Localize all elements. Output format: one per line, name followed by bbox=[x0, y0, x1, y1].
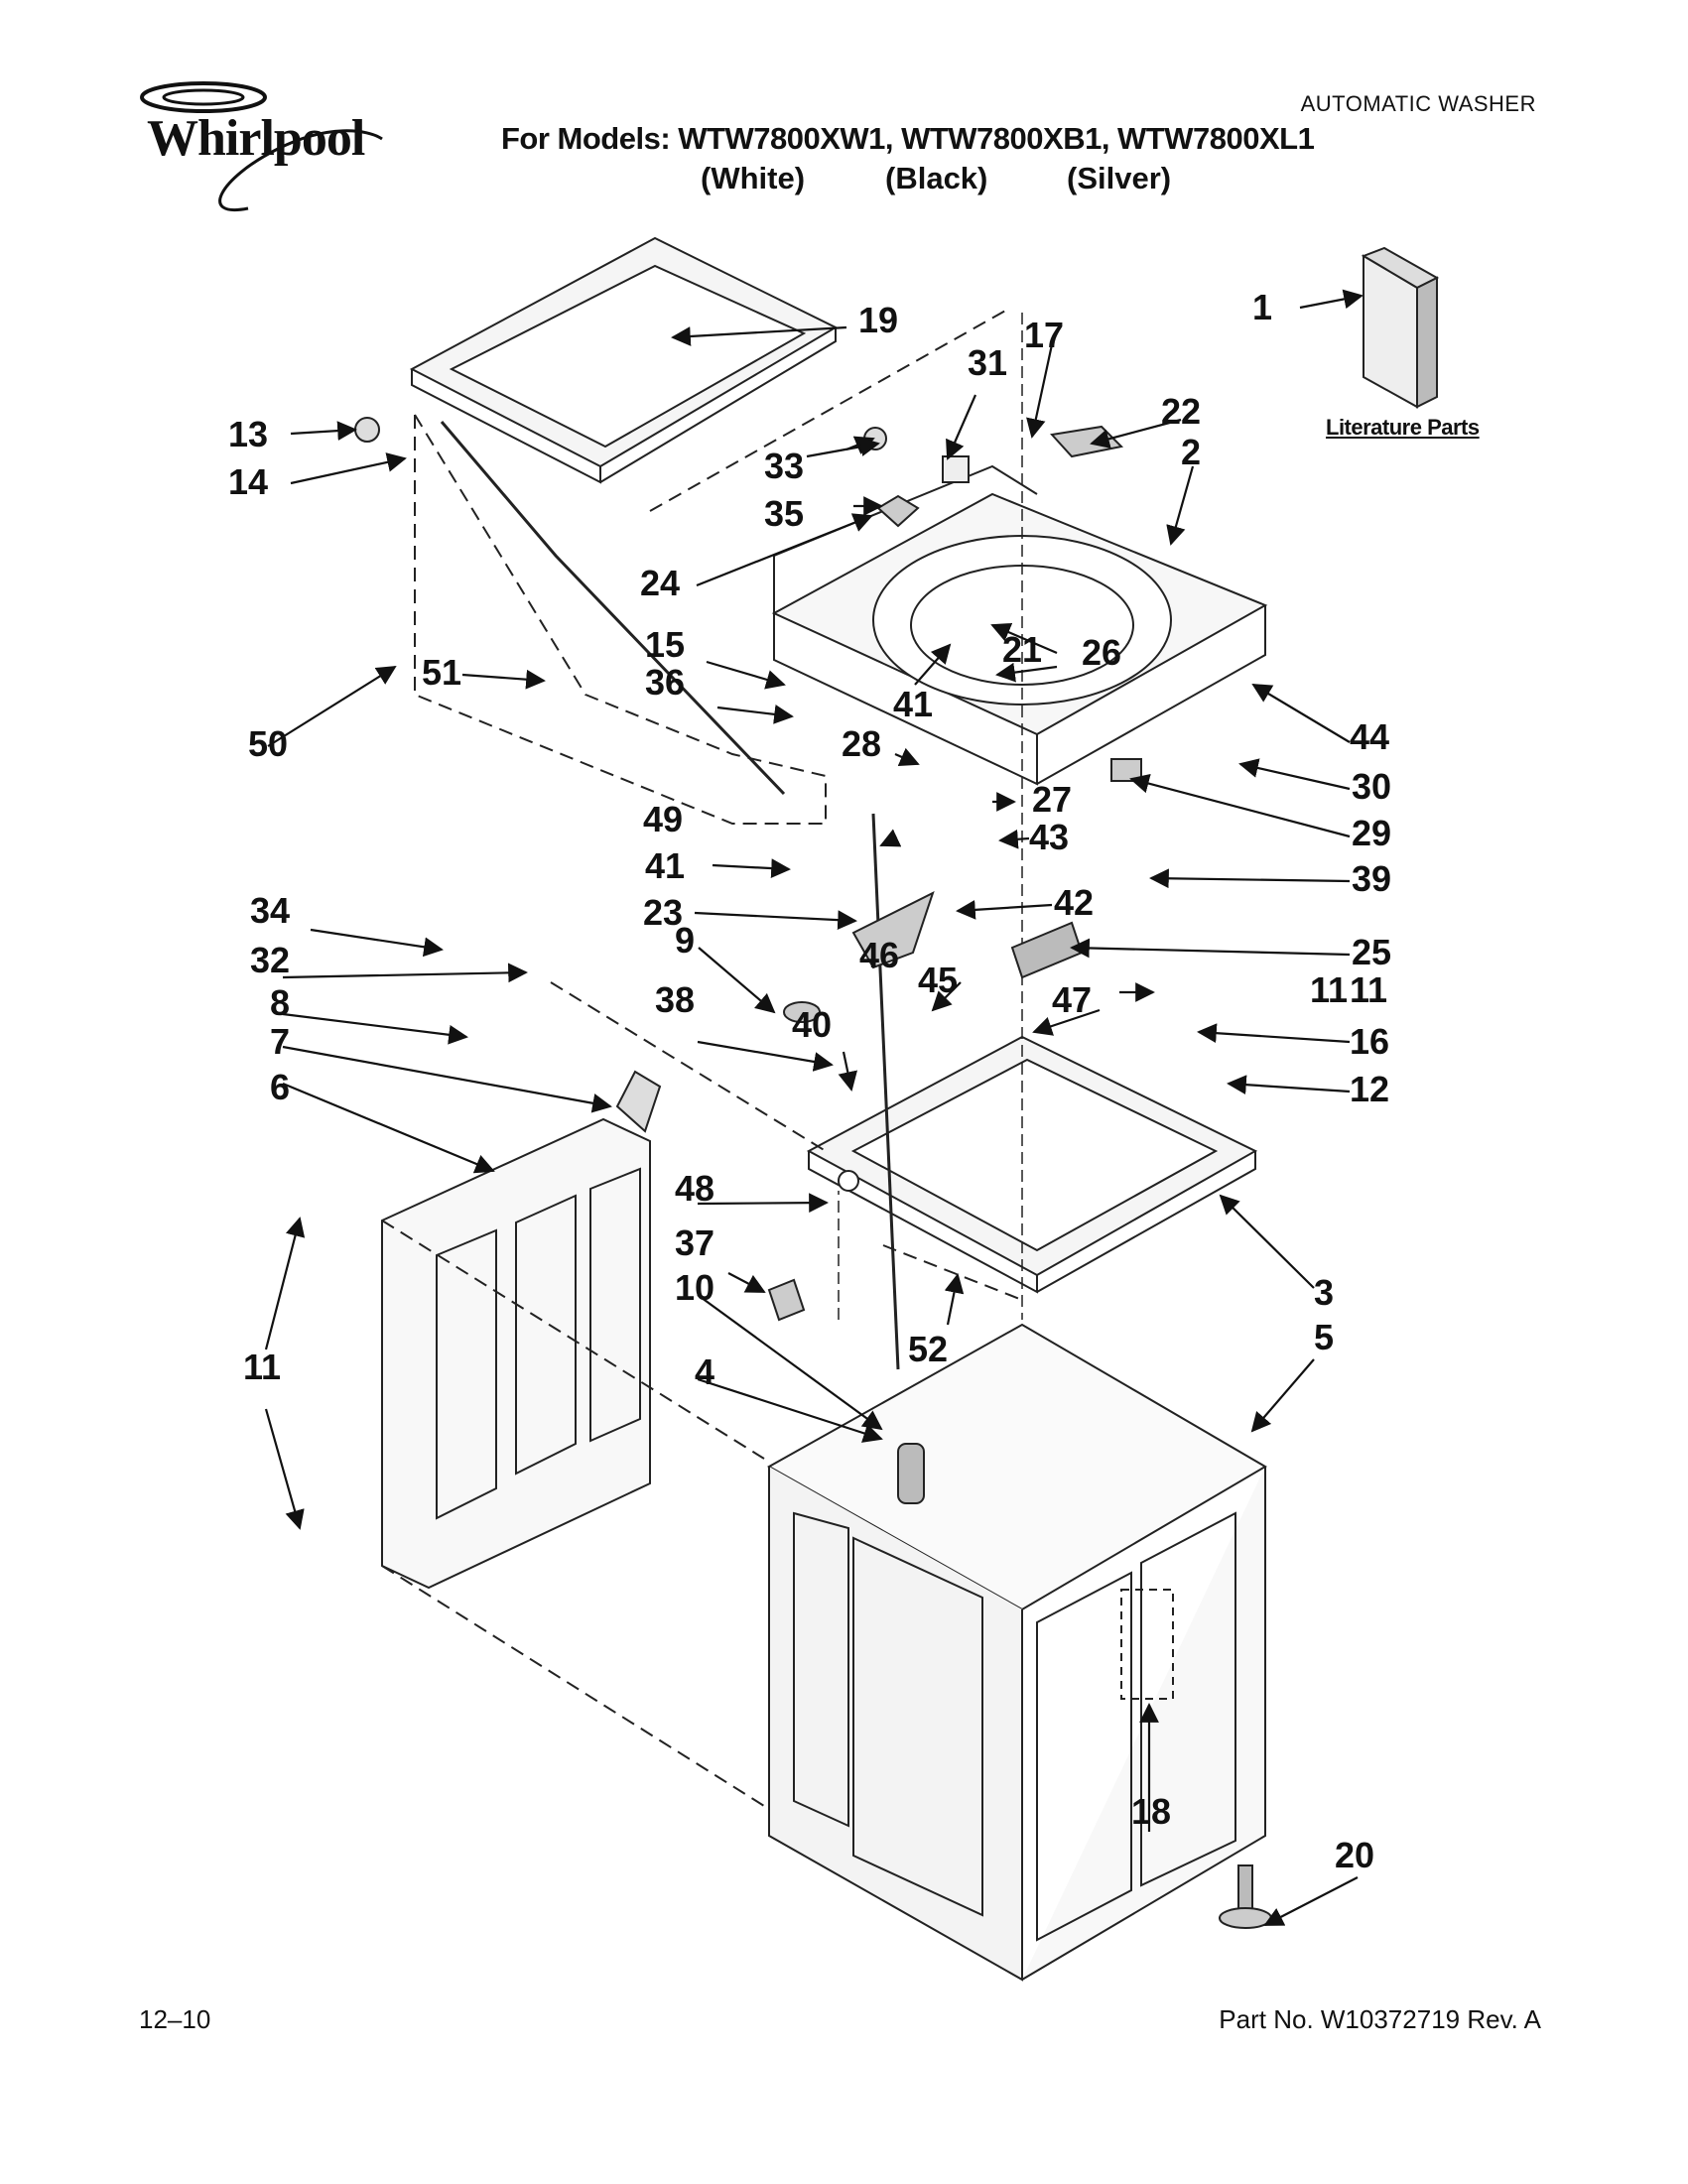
callout-43: 43 bbox=[1029, 817, 1069, 857]
callout-40: 40 bbox=[792, 1004, 832, 1045]
callout-5: 5 bbox=[1314, 1317, 1334, 1357]
callout-41a: 41 bbox=[893, 684, 933, 724]
document-type: AUTOMATIC WASHER bbox=[1300, 91, 1536, 116]
variant-silver: (Silver) bbox=[1067, 161, 1172, 195]
callout-36: 36 bbox=[645, 662, 685, 703]
washer-part bbox=[838, 1170, 859, 1192]
variant-white: (White) bbox=[701, 161, 806, 195]
callout-labels: 1 2 3 4 5 6 7 8 9 10 11 11 11 12 13 14 1… bbox=[228, 287, 1391, 1875]
revision-date: 12–10 bbox=[139, 2004, 211, 2034]
snubber-part bbox=[783, 1001, 821, 1023]
callout-37: 37 bbox=[675, 1222, 714, 1263]
callout-9: 9 bbox=[675, 920, 695, 961]
callout-1: 1 bbox=[1252, 287, 1272, 327]
callout-8: 8 bbox=[270, 982, 290, 1023]
brand-logo: Whirlpool bbox=[129, 69, 397, 218]
tub-ring-part bbox=[806, 1035, 1258, 1294]
callout-32: 32 bbox=[250, 940, 290, 980]
shifter-group-outline bbox=[414, 414, 827, 825]
rear-panel-part bbox=[381, 1117, 651, 1590]
callout-20: 20 bbox=[1335, 1835, 1374, 1875]
clip-part bbox=[767, 1278, 806, 1322]
callout-27: 27 bbox=[1032, 779, 1072, 820]
callout-28: 28 bbox=[842, 723, 881, 764]
callout-10: 10 bbox=[675, 1267, 714, 1308]
callout-4: 4 bbox=[695, 1351, 714, 1392]
callout-3: 3 bbox=[1314, 1272, 1334, 1313]
bracket-part bbox=[1050, 425, 1124, 458]
callout-31: 31 bbox=[968, 342, 1007, 383]
suspension-bracket-part bbox=[851, 891, 935, 969]
callout-11c: 11 bbox=[1350, 969, 1387, 1010]
callout-46: 46 bbox=[859, 935, 899, 975]
callout-30: 30 bbox=[1352, 766, 1391, 807]
spring-part bbox=[897, 1443, 925, 1504]
brand-wordmark: Whirlpool bbox=[147, 110, 365, 167]
callout-19: 19 bbox=[858, 300, 898, 340]
callout-18: 18 bbox=[1131, 1791, 1171, 1832]
callout-50: 50 bbox=[248, 723, 288, 764]
models-line: For Models: WTW7800XW1, WTW7800XB1, WTW7… bbox=[501, 121, 1315, 156]
cabinet-part bbox=[766, 1323, 1267, 1982]
hinge-screw-part bbox=[354, 417, 380, 443]
callout-41b: 41 bbox=[645, 845, 685, 886]
callout-11a: 11 bbox=[243, 1347, 281, 1387]
pad-part bbox=[942, 455, 970, 483]
variant-black: (Black) bbox=[885, 161, 988, 195]
callout-25: 25 bbox=[1352, 932, 1391, 972]
callout-47: 47 bbox=[1052, 979, 1092, 1020]
callout-7: 7 bbox=[270, 1021, 290, 1062]
callout-29: 29 bbox=[1352, 813, 1391, 853]
callout-26: 26 bbox=[1082, 632, 1121, 673]
callout-22: 22 bbox=[1161, 391, 1201, 432]
callout-6: 6 bbox=[270, 1067, 290, 1107]
callout-21: 21 bbox=[1002, 629, 1042, 670]
callout-23: 23 bbox=[643, 892, 683, 933]
callout-33: 33 bbox=[764, 446, 804, 486]
callout-34: 34 bbox=[250, 890, 290, 931]
callout-16: 16 bbox=[1350, 1021, 1389, 1062]
callout-13: 13 bbox=[228, 414, 268, 454]
callout-24: 24 bbox=[640, 563, 680, 603]
callout-12: 12 bbox=[1350, 1069, 1389, 1109]
callout-42: 42 bbox=[1054, 882, 1094, 923]
callout-15: 15 bbox=[645, 624, 685, 665]
callout-44: 44 bbox=[1350, 716, 1389, 757]
callout-49: 49 bbox=[643, 799, 683, 839]
literature-parts-label: Literature Parts bbox=[1326, 415, 1480, 440]
switch-part bbox=[1110, 758, 1142, 782]
callout-14: 14 bbox=[228, 461, 268, 502]
part-number: Part No. W10372719 Rev. A bbox=[1219, 2004, 1541, 2034]
literature-booklet-part bbox=[1361, 246, 1440, 409]
callout-48: 48 bbox=[675, 1168, 714, 1209]
callout-38: 38 bbox=[655, 979, 695, 1020]
dampener-part bbox=[876, 494, 920, 528]
callout-52: 52 bbox=[908, 1329, 948, 1369]
callout-2: 2 bbox=[1181, 432, 1201, 472]
callout-35: 35 bbox=[764, 493, 804, 534]
callout-11b: 11 bbox=[1310, 969, 1348, 1010]
pump-bracket-part bbox=[615, 1070, 662, 1133]
callout-39: 39 bbox=[1352, 858, 1391, 899]
callout-45: 45 bbox=[918, 960, 958, 1000]
logo-swoosh-icon bbox=[140, 81, 383, 211]
callout-51: 51 bbox=[422, 652, 461, 693]
callout-17: 17 bbox=[1024, 315, 1064, 355]
